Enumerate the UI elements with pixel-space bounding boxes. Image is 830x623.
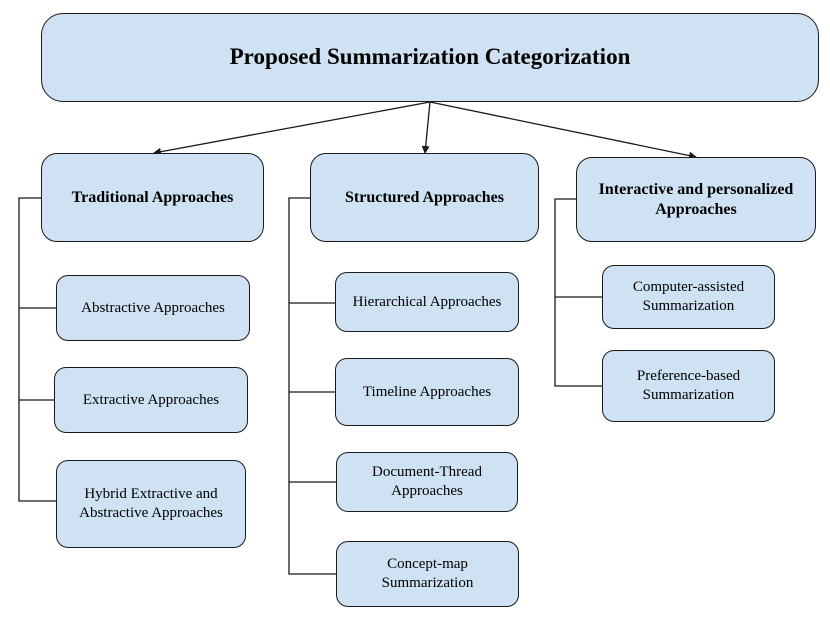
connector-interactive-trunk [554, 198, 602, 387]
category-structured-label: Structured Approaches [345, 188, 504, 206]
node-timeline-label: Timeline Approaches [362, 383, 492, 400]
connector-structured-trunk [288, 197, 336, 575]
node-hierarchical: Hierarchical Approaches [335, 272, 519, 332]
category-traditional-label: Traditional Approaches [71, 188, 234, 206]
node-extractive-label: Extractive Approaches [82, 391, 220, 408]
node-preference-based-label: Preference-based Summarization [636, 368, 741, 403]
node-timeline: Timeline Approaches [335, 358, 519, 426]
node-hierarchical-label: Hierarchical Approaches [352, 293, 502, 310]
node-abstractive-label: Abstractive Approaches [81, 299, 225, 316]
node-computer-assisted: Computer-assisted Summarization [602, 265, 775, 329]
node-document-thread-label: Document-Thread Approaches [372, 464, 482, 499]
root-node: Proposed Summarization Categorization [41, 13, 819, 102]
node-computer-assisted-label: Computer-assisted Summarization [632, 279, 745, 314]
node-concept-map: Concept-map Summarization [336, 541, 519, 607]
connector-traditional-trunk [18, 197, 56, 502]
arrow-root-to-structured [421, 101, 431, 154]
node-preference-based: Preference-based Summarization [602, 350, 775, 422]
node-abstractive: Abstractive Approaches [56, 275, 250, 341]
node-hybrid-label: Hybrid Extractive and Abstractive Approa… [79, 486, 223, 521]
category-interactive-label: Interactive and personalized Approaches [598, 180, 794, 218]
arrow-root-to-traditional [153, 101, 431, 156]
arrow-root-to-interactive [429, 101, 697, 160]
node-concept-map-label: Concept-map Summarization [381, 556, 474, 591]
category-structured: Structured Approaches [310, 153, 539, 242]
category-interactive: Interactive and personalized Approaches [576, 157, 816, 242]
node-extractive: Extractive Approaches [54, 367, 248, 433]
node-hybrid: Hybrid Extractive and Abstractive Approa… [56, 460, 246, 548]
category-traditional: Traditional Approaches [41, 153, 264, 242]
node-document-thread: Document-Thread Approaches [336, 452, 518, 512]
root-title: Proposed Summarization Categorization [229, 44, 631, 70]
